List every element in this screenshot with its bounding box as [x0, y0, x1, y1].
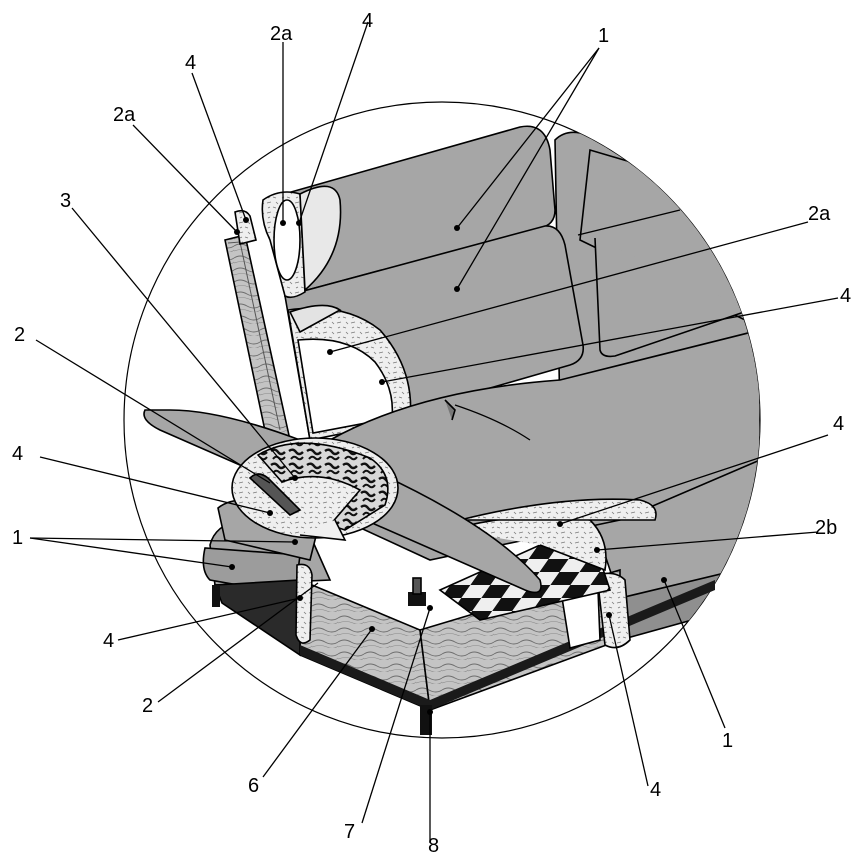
label-2-left: 2: [14, 324, 25, 346]
label-8: 8: [428, 835, 439, 854]
label-4-bottom: 4: [650, 779, 661, 801]
label-4-left-lower: 4: [103, 630, 114, 652]
label-3: 3: [60, 190, 71, 212]
leader-dots: [229, 217, 667, 715]
label-1-left: 1: [12, 527, 23, 549]
label-4-left: 4: [12, 443, 23, 465]
backrest-foam-cushion-top: [273, 199, 301, 281]
label-4-top-left: 4: [185, 52, 196, 74]
lifted-top-plate: [143, 409, 542, 606]
label-7: 7: [344, 821, 355, 843]
label-4-right-mid: 4: [833, 413, 844, 435]
label-2b: 2b: [815, 517, 837, 539]
label-2a-right: 2a: [808, 203, 831, 225]
support-post: [408, 592, 426, 606]
label-2a-top-left: 2a: [113, 104, 136, 126]
backrest-frame: [224, 209, 291, 446]
label-4-top-mid: 4: [362, 10, 373, 32]
label-1-bottom-right: 1: [722, 730, 733, 752]
backrest: [261, 125, 585, 442]
label-6: 6: [248, 775, 259, 797]
label-1-top: 1: [598, 25, 609, 47]
seat-leg-left: [212, 585, 220, 607]
callout-labels: 1 2a 4 4 2a 3 2a 4 2 4 4 2b 1 4 2 1 6 4 …: [12, 10, 851, 854]
label-2a-top-mid: 2a: [270, 23, 293, 45]
leader-lines: [29, 21, 839, 843]
label-2-bottom: 2: [142, 695, 153, 717]
label-4-right-upper: 4: [840, 285, 851, 307]
